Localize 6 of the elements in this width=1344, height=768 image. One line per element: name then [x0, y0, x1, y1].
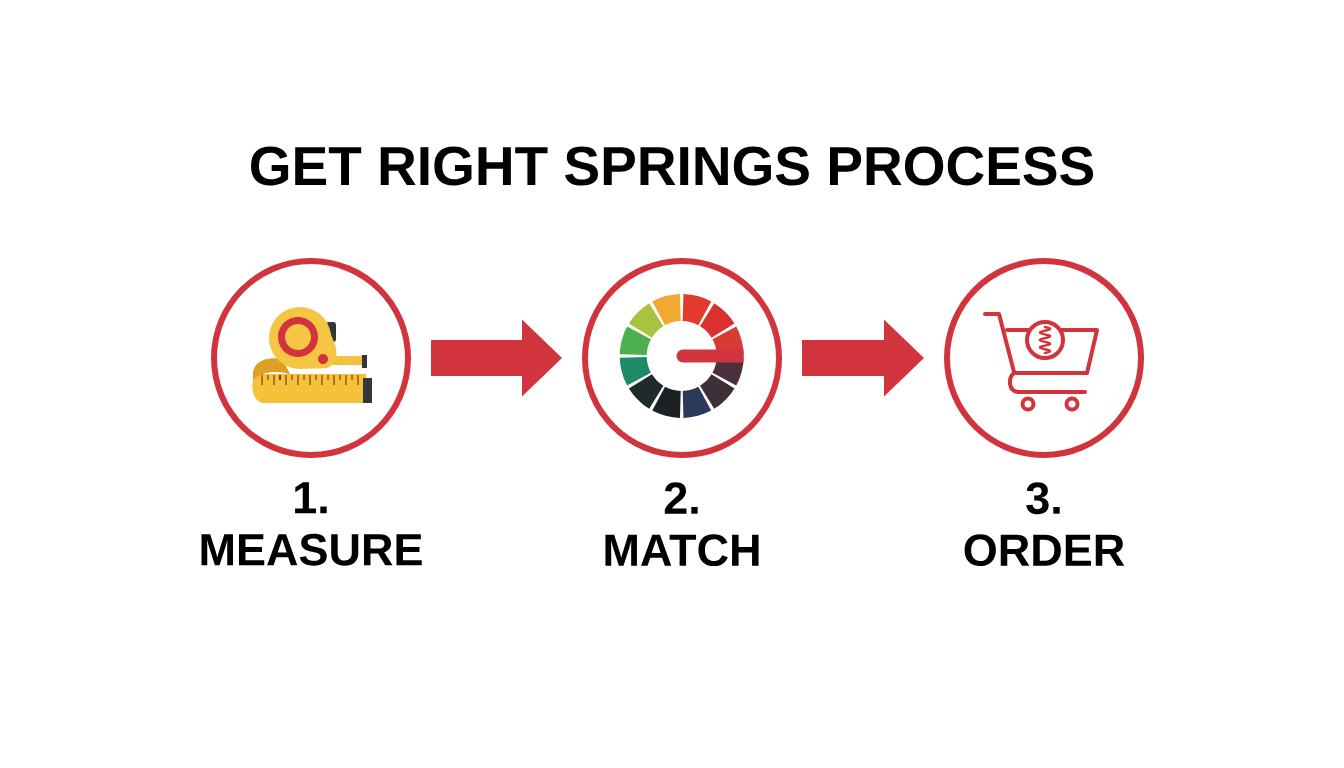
- step-label: 1. MEASURE: [201, 482, 422, 566]
- step-label: 2. MATCH: [605, 482, 759, 567]
- arrow: [802, 319, 924, 397]
- step-label: 3. ORDER: [964, 482, 1125, 567]
- arrow: [431, 319, 562, 397]
- title: GET RIGHT SPRINGS PROCESS: [251, 146, 1094, 186]
